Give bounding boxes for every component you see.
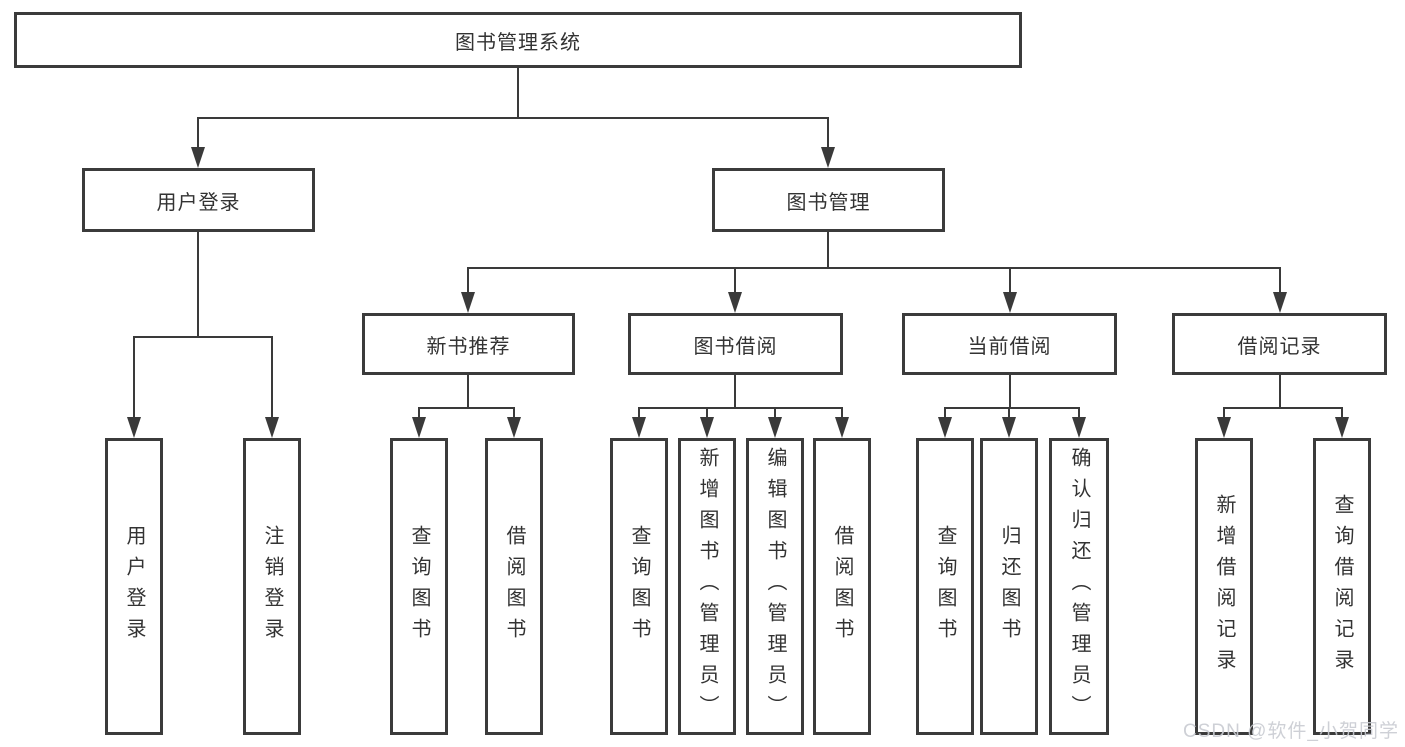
- connector-bookmgmt-rail: [467, 267, 1281, 269]
- node-user-login-branch: 用户登录: [82, 168, 315, 232]
- connector-to-book-mgmt: [827, 117, 829, 150]
- arrowhead-current-l1: [938, 417, 952, 438]
- node-label: 借阅记录: [1237, 335, 1322, 358]
- connector-to-user-login: [197, 117, 199, 150]
- connector-records-stem: [1279, 375, 1281, 408]
- connector-current-stem: [1009, 375, 1011, 408]
- leaf-label: 新增借阅记录: [1213, 493, 1235, 680]
- arrowhead-current-l2: [1002, 417, 1016, 438]
- connector-borrow-l2: [706, 407, 708, 419]
- connector-borrow-l3: [774, 407, 776, 419]
- arrowhead-leaf-login: [127, 417, 141, 438]
- connector-to-leaf-login: [133, 336, 135, 417]
- connector-to-new-rec: [467, 267, 469, 295]
- leaf-borrow-book-borrow: 借阅图书: [813, 438, 871, 735]
- connector-root-rail: [197, 117, 829, 119]
- arrowhead-borrow-l1: [632, 417, 646, 438]
- node-current-borrowing: 当前借阅: [902, 313, 1117, 375]
- node-label: 图书管理系统: [455, 31, 581, 54]
- node-book-management: 图书管理: [712, 168, 945, 232]
- leaf-label: 借阅图书: [831, 524, 853, 649]
- connector-borrow-rail: [638, 407, 843, 409]
- connector-to-borrow: [734, 267, 736, 295]
- connector-current-l2: [1008, 407, 1010, 419]
- leaf-confirm-return-admin: 确认归还（管理员）: [1049, 438, 1109, 735]
- connector-borrow-l4: [841, 407, 843, 419]
- leaf-add-borrow-record: 新增借阅记录: [1195, 438, 1253, 735]
- node-library-management-system: 图书管理系统: [14, 12, 1022, 68]
- leaf-logout: 注销登录: [243, 438, 301, 735]
- arrowhead-records-l1: [1217, 417, 1231, 438]
- leaf-label: 用户登录: [123, 524, 145, 649]
- connector-records-rail: [1223, 407, 1343, 409]
- arrowhead-borrow-l3: [768, 417, 782, 438]
- arrowhead-borrow: [728, 292, 742, 313]
- leaf-label: 查询图书: [628, 524, 650, 649]
- leaf-borrow-book-newrec: 借阅图书: [485, 438, 543, 735]
- leaf-query-book-newrec: 查询图书: [390, 438, 448, 735]
- node-label: 当前借阅: [967, 335, 1052, 358]
- connector-newrec-l1: [418, 407, 420, 419]
- node-label: 新书推荐: [426, 335, 511, 358]
- csdn-watermark: CSDN @软件_小贺同学: [1183, 721, 1399, 742]
- arrowhead-newrec-l2: [507, 417, 521, 438]
- arrowhead-newrec-l1: [412, 417, 426, 438]
- arrowhead-new-rec: [461, 292, 475, 313]
- connector-bookmgmt-stem: [827, 232, 829, 268]
- connector-newrec-rail: [418, 407, 515, 409]
- leaf-query-book-borrow: 查询图书: [610, 438, 668, 735]
- connector-records-l2: [1341, 407, 1343, 419]
- leaf-return-book: 归还图书: [980, 438, 1038, 735]
- node-new-book-recommendation: 新书推荐: [362, 313, 575, 375]
- connector-current-l1: [944, 407, 946, 419]
- leaf-label: 新增图书（管理员）: [696, 447, 718, 726]
- connector-to-records: [1279, 267, 1281, 295]
- arrowhead-borrow-l2: [700, 417, 714, 438]
- leaf-user-login: 用户登录: [105, 438, 163, 735]
- node-label: 图书借阅: [693, 335, 778, 358]
- leaf-query-book-current: 查询图书: [916, 438, 974, 735]
- leaf-label: 确认归还（管理员）: [1068, 447, 1090, 726]
- arrowhead-records-l2: [1335, 417, 1349, 438]
- arrowhead-current-l3: [1072, 417, 1086, 438]
- connector-to-current: [1009, 267, 1011, 295]
- arrowhead-records: [1273, 292, 1287, 313]
- arrowhead-current: [1003, 292, 1017, 313]
- connector-to-leaf-logout: [271, 336, 273, 417]
- arrowhead-borrow-l4: [835, 417, 849, 438]
- leaf-query-borrow-record: 查询借阅记录: [1313, 438, 1371, 735]
- leaf-label: 归还图书: [998, 524, 1020, 649]
- leaf-label: 借阅图书: [503, 524, 525, 649]
- leaf-add-book-admin: 新增图书（管理员）: [678, 438, 736, 735]
- connector-userlogin-stem: [197, 232, 199, 337]
- node-borrowing-records: 借阅记录: [1172, 313, 1387, 375]
- leaf-label: 查询图书: [408, 524, 430, 649]
- connector-newrec-l2: [513, 407, 515, 419]
- leaf-label: 编辑图书（管理员）: [764, 447, 786, 726]
- connector-newrec-stem: [467, 375, 469, 408]
- arrowhead-leaf-logout: [265, 417, 279, 438]
- leaf-edit-book-admin: 编辑图书（管理员）: [746, 438, 804, 735]
- connector-borrow-l1: [638, 407, 640, 419]
- node-book-borrowing: 图书借阅: [628, 313, 843, 375]
- arrowhead-user-login: [191, 147, 205, 168]
- connector-root-stem: [517, 68, 519, 118]
- arrowhead-book-mgmt: [821, 147, 835, 168]
- connector-current-rail: [944, 407, 1080, 409]
- leaf-label: 查询图书: [934, 524, 956, 649]
- leaf-label: 查询借阅记录: [1331, 493, 1353, 680]
- node-label: 图书管理: [786, 191, 871, 214]
- connector-userlogin-rail: [133, 336, 273, 338]
- connector-records-l1: [1223, 407, 1225, 419]
- connector-borrow-stem: [734, 375, 736, 408]
- leaf-label: 注销登录: [261, 524, 283, 649]
- node-label: 用户登录: [156, 191, 241, 214]
- connector-current-l3: [1078, 407, 1080, 419]
